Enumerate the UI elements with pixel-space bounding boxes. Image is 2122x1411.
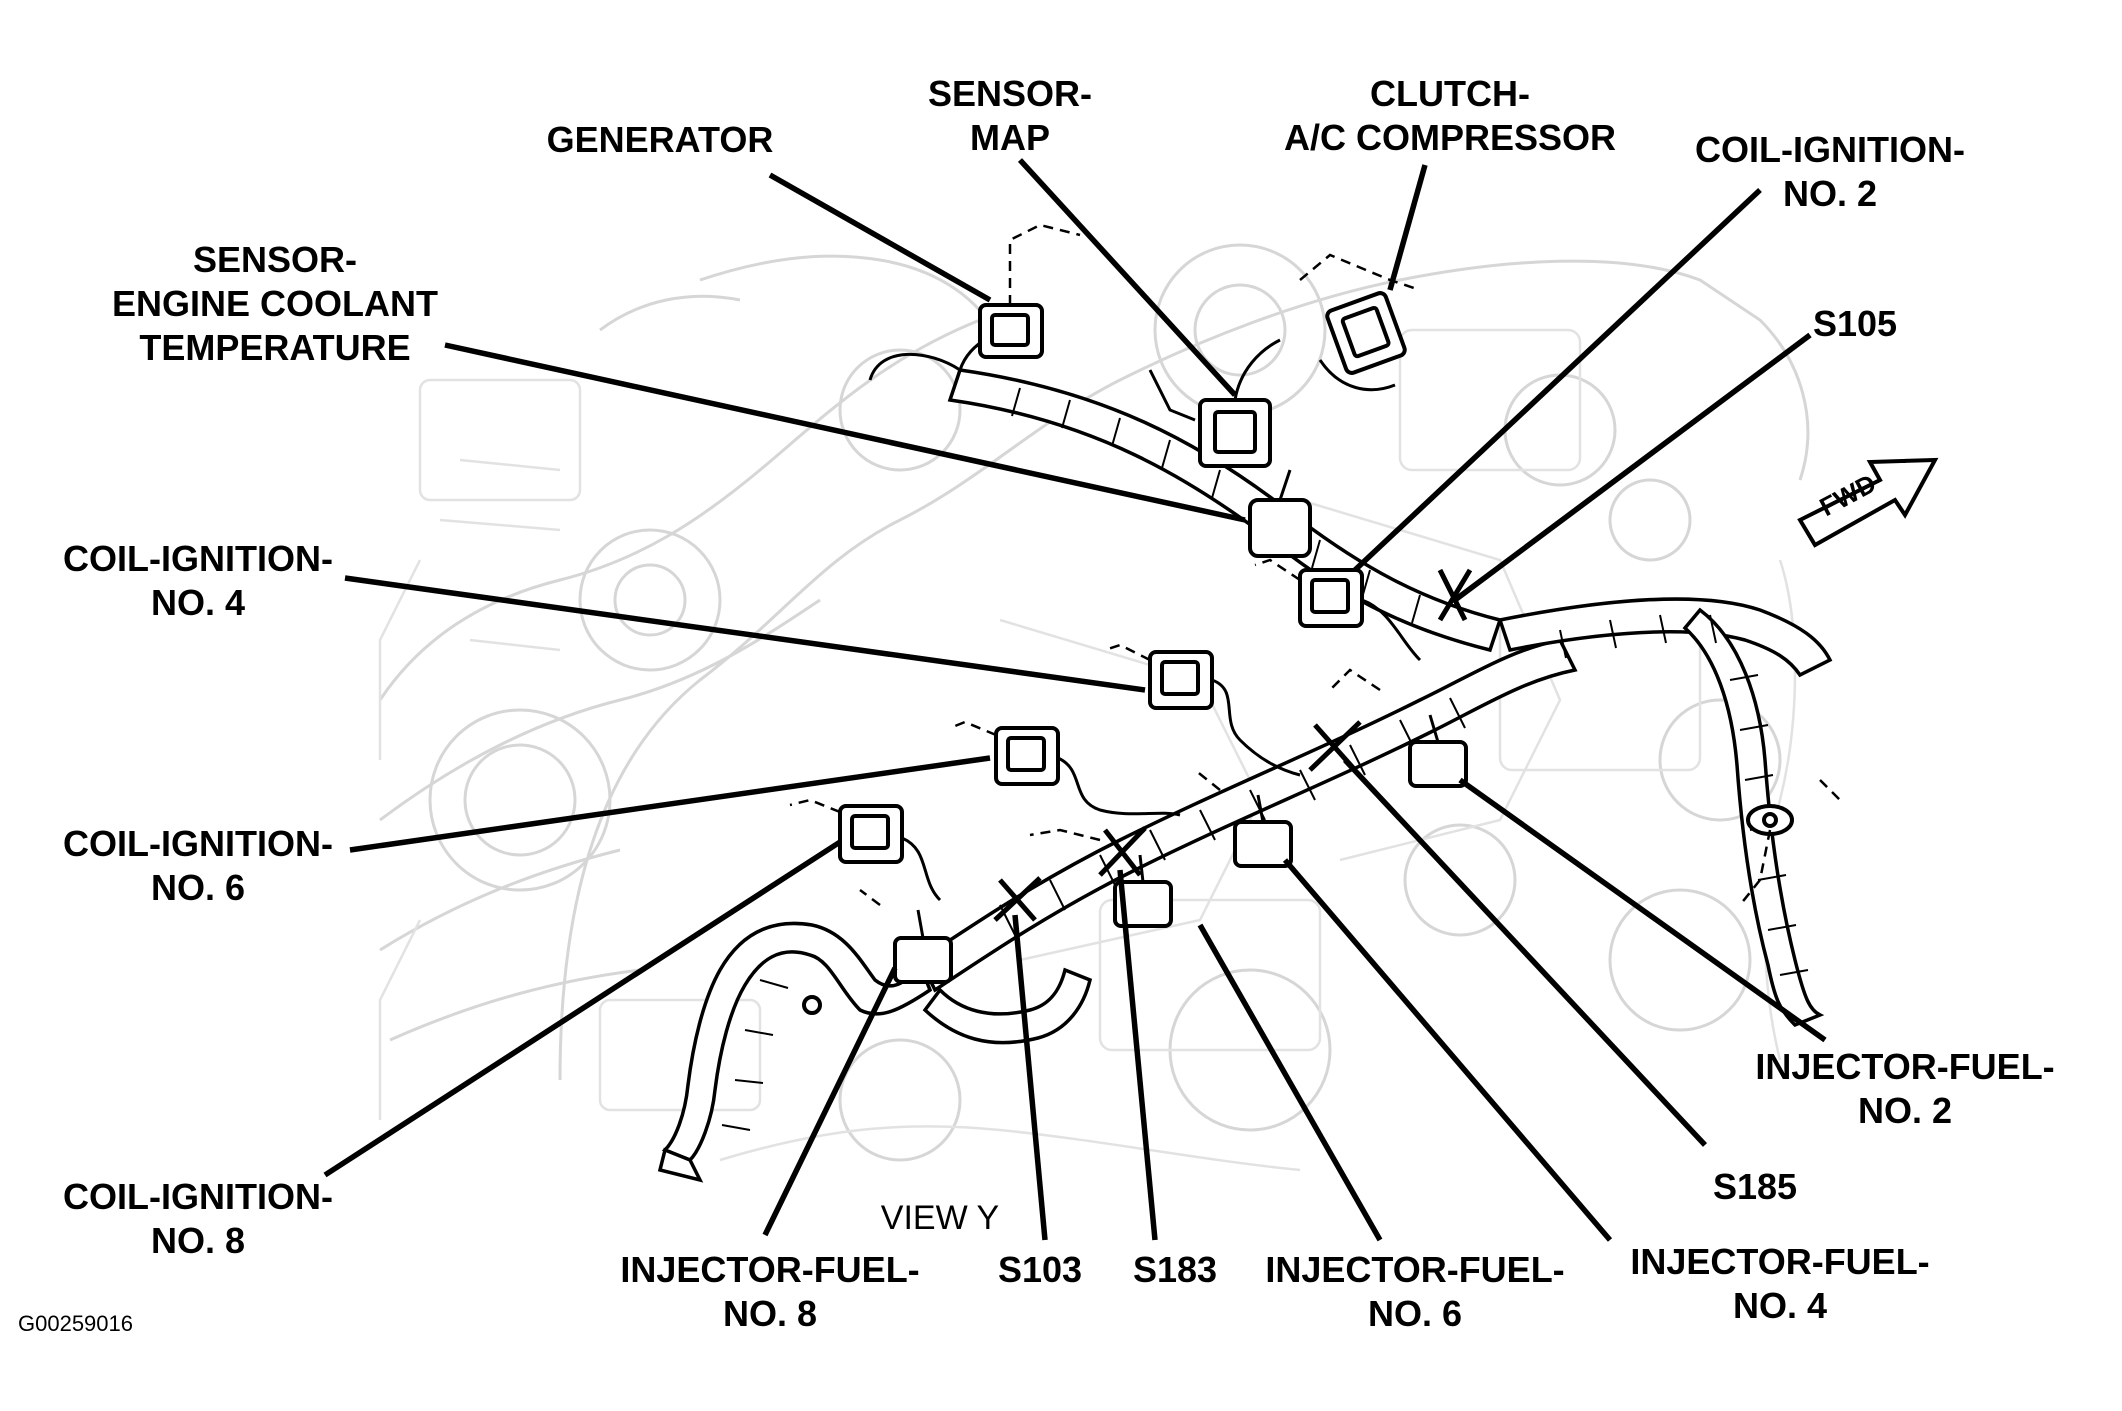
label-coil-ignition-2: COIL-IGNITION- NO. 2 [1695,129,1965,214]
connector-coil-8 [789,798,942,902]
label-coil-ignition-6: COIL-IGNITION- NO. 6 [63,823,333,908]
label-coil-ignition-4: COIL-IGNITION- NO. 4 [63,538,333,623]
connector-injector-8 [859,889,953,984]
connector-injector-4 [1194,769,1293,868]
connector-injector-6 [1029,828,1173,928]
label-sensor-ect: SENSOR- ENGINE COOLANT TEMPERATURE [111,239,438,368]
connector-clutch-ac [1299,253,1421,392]
leader-lines [323,158,1827,1242]
label-sensor-map: SENSOR- MAP [927,73,1093,158]
wiring-harness [657,352,1841,1183]
splice-s103 [993,876,1042,922]
label-s105: S105 [1812,303,1898,344]
view-label: VIEW Y [880,1199,1000,1237]
label-s103: S103 [997,1249,1083,1290]
label-injector-fuel-6: INJECTOR-FUEL- NO. 6 [1265,1249,1565,1334]
connector-coil-2 [1254,558,1422,662]
connector-injector-2 [1329,668,1468,788]
splice-s183 [1098,826,1147,877]
label-s183: S183 [1132,1249,1218,1290]
splice-marks [993,568,1473,922]
fwd-arrow-icon: FWD [1797,457,1939,548]
label-coil-ignition-8: COIL-IGNITION- NO. 8 [63,1176,333,1261]
label-s185: S185 [1712,1166,1798,1207]
figure-id: G00259016 [18,1311,133,1336]
splice-s105 [1437,568,1473,622]
engine-background-sketch [378,243,1810,1172]
label-injector-fuel-2: INJECTOR-FUEL- NO. 2 [1755,1046,2055,1131]
connector-coil-6 [949,720,1181,817]
connector-sensor-ect [1248,469,1312,558]
connector-generator [958,223,1081,371]
connector-sensor-map [1148,338,1281,468]
label-injector-fuel-4: INJECTOR-FUEL- NO. 4 [1630,1241,1930,1326]
label-injector-fuel-8: INJECTOR-FUEL- NO. 8 [620,1249,920,1334]
label-generator: GENERATOR [546,119,774,160]
label-clutch-ac-compressor: CLUTCH- A/C COMPRESSOR [1283,73,1617,158]
connector-coil-4 [1104,643,1301,777]
